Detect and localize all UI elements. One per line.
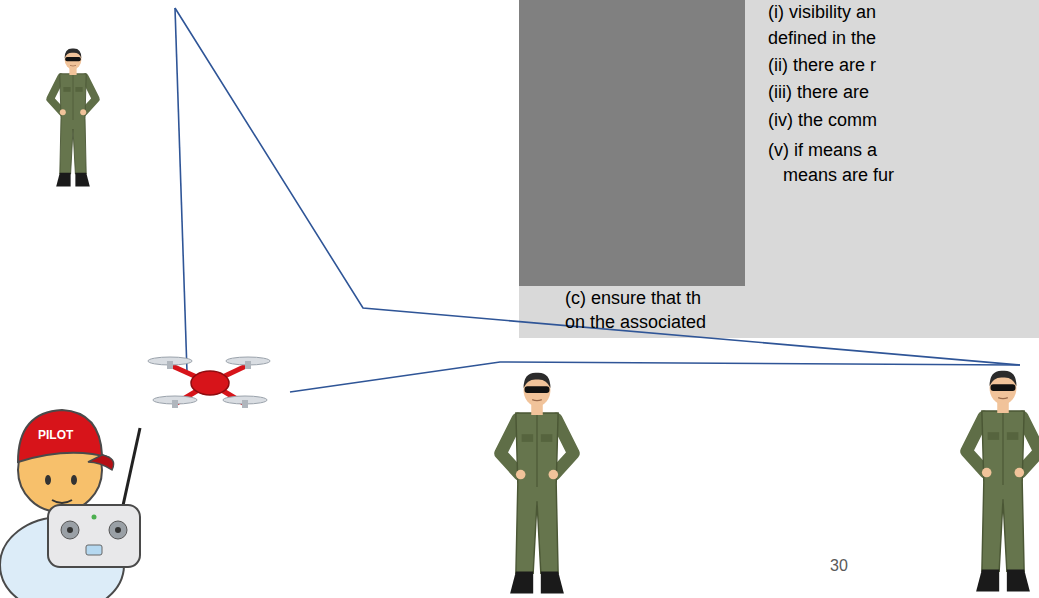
text-line: means are fur xyxy=(783,165,894,187)
text-line: (ii) there are r xyxy=(768,55,876,77)
page-number: 30 xyxy=(830,556,848,575)
text-line: (iii) there are xyxy=(768,82,869,104)
text-line: (c) ensure that th xyxy=(565,288,701,310)
text-line: (iv) the comm xyxy=(768,110,877,132)
text-line: defined in the xyxy=(768,28,876,50)
text-line: (i) visibility an xyxy=(768,2,876,24)
cap-label: PILOT xyxy=(38,428,73,442)
text-line: on the associated xyxy=(565,312,706,334)
text-line: (v) if means a xyxy=(768,140,877,162)
